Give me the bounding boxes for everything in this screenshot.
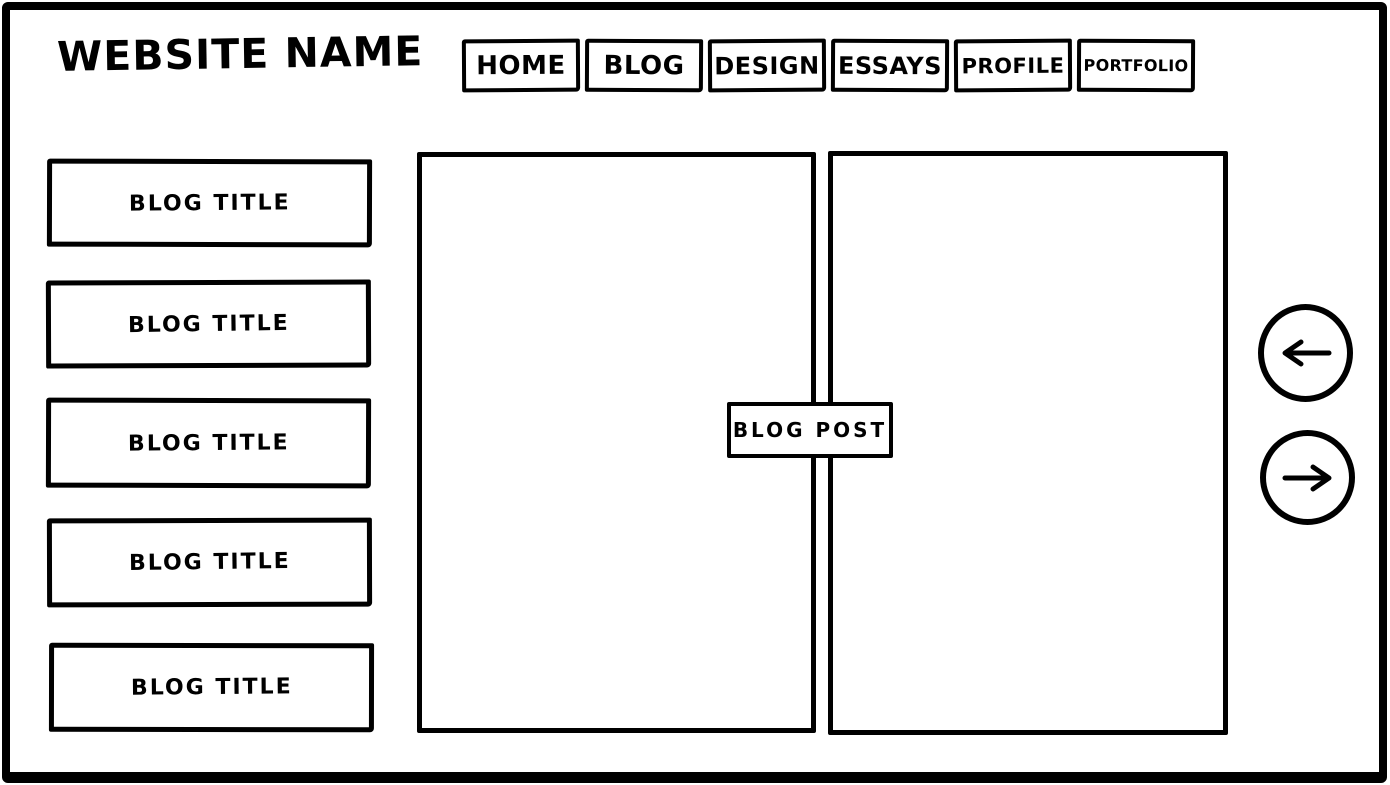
blog-title-card-3[interactable]: BLOG TITLE bbox=[45, 397, 372, 489]
blog-title-card-1[interactable]: BLOG TITLE bbox=[46, 158, 373, 248]
blog-title-label: BLOG TITLE bbox=[130, 674, 293, 701]
left-arrow-icon bbox=[1277, 337, 1335, 369]
right-arrow-icon bbox=[1279, 462, 1337, 494]
blog-title-label: BLOG TITLE bbox=[127, 310, 290, 338]
blog-title-card-5[interactable]: BLOG TITLE bbox=[48, 642, 375, 733]
blog-title-card-2[interactable]: BLOG TITLE bbox=[45, 279, 372, 369]
prev-page-button[interactable] bbox=[1258, 304, 1353, 402]
blog-title-label: BLOG TITLE bbox=[128, 548, 291, 577]
next-page-button[interactable] bbox=[1260, 430, 1355, 525]
nav-portfolio[interactable]: PORTFOLIO bbox=[1076, 38, 1196, 93]
blog-title-label: BLOG TITLE bbox=[128, 189, 291, 217]
site-title: WEBSITE NAME bbox=[56, 27, 424, 81]
nav-profile[interactable]: PROFILE bbox=[953, 38, 1073, 93]
nav-essays[interactable]: ESSAYS bbox=[830, 38, 950, 93]
blog-post-label: BLOG POST bbox=[727, 402, 893, 458]
nav-design[interactable]: DESIGN bbox=[707, 38, 827, 93]
main-nav: HOME BLOG DESIGN ESSAYS PROFILE PORTFOLI… bbox=[461, 38, 1196, 93]
blog-title-card-4[interactable]: BLOG TITLE bbox=[46, 517, 373, 608]
nav-blog[interactable]: BLOG bbox=[584, 38, 704, 93]
nav-home[interactable]: HOME bbox=[461, 38, 581, 93]
blog-title-label: BLOG TITLE bbox=[127, 429, 290, 457]
